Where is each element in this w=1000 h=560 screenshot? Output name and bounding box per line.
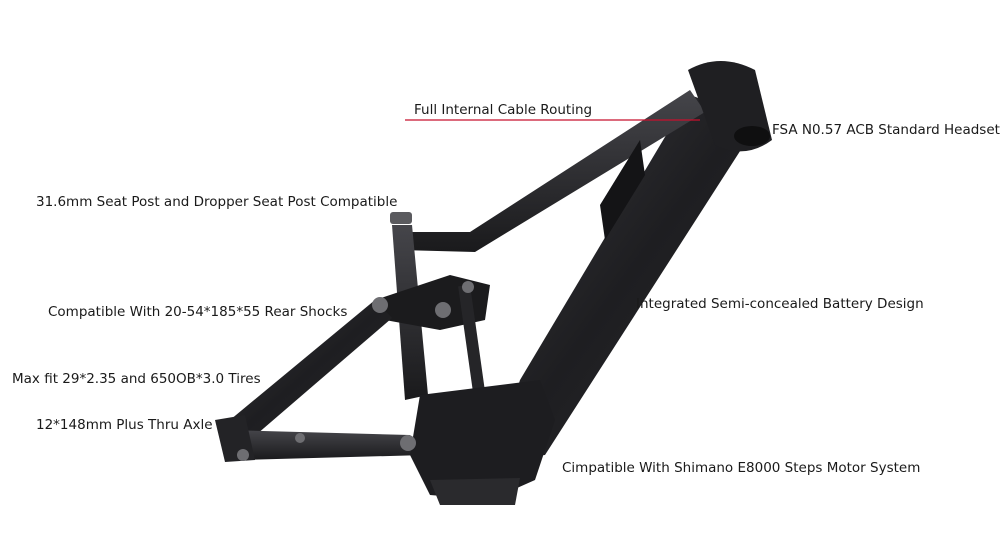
battery-cover	[600, 140, 645, 240]
callout-battery: Integrated Semi-concealed Battery Design	[636, 296, 924, 312]
pivot-bolt	[237, 449, 249, 461]
callout-tires: Max fit 29*2.35 and 650OB*3.0 Tires	[12, 371, 261, 387]
leader-lines	[5, 119, 995, 488]
pivot-bolt	[372, 297, 388, 313]
callout-seat-post: 31.6mm Seat Post and Dropper Seat Post C…	[36, 194, 398, 210]
pivot-bolt	[435, 302, 451, 318]
headset-cup	[734, 126, 770, 146]
pivot-bolt	[462, 281, 474, 293]
rear-shock	[458, 284, 487, 401]
seat-stay	[230, 300, 392, 440]
chain-stay	[225, 430, 425, 460]
top-tube	[395, 90, 705, 252]
callout-rear-shocks: Compatible With 20-54*185*55 Rear Shocks	[48, 304, 348, 320]
pivot-bolt	[295, 433, 305, 443]
pivot-bolt	[400, 435, 416, 451]
motor-bracket	[430, 478, 520, 505]
callout-axle: 12*148mm Plus Thru Axle	[36, 417, 213, 433]
down-tube	[495, 95, 760, 460]
frame-body	[215, 61, 772, 505]
motor-mount	[410, 380, 555, 500]
callout-headset: FSA N0.57 ACB Standard Headset	[772, 122, 1000, 138]
seat-clamp	[390, 212, 412, 224]
callout-motor: Cimpatible With Shimano E8000 Steps Moto…	[562, 460, 921, 476]
callout-cable-routing: Full Internal Cable Routing	[414, 102, 593, 118]
